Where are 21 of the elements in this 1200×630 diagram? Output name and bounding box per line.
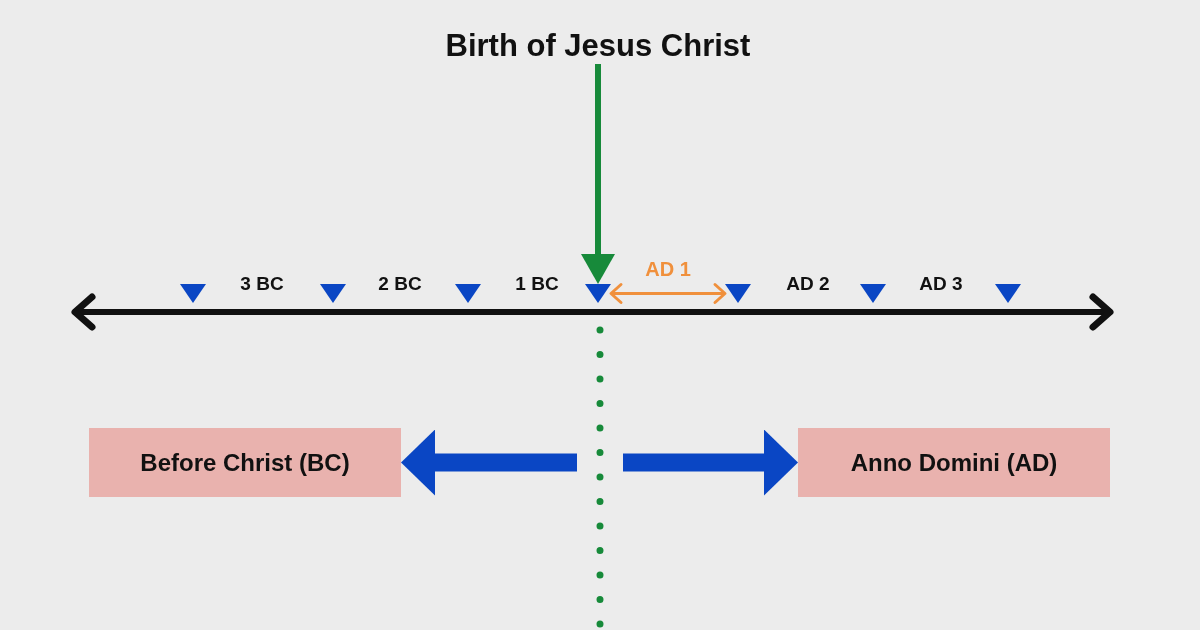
- triangle-marker-icon: [585, 284, 611, 303]
- year-label: AD 3: [919, 273, 963, 295]
- triangle-marker-icon: [725, 284, 751, 303]
- category-box: [798, 428, 1110, 497]
- category-label: Before Christ (BC): [140, 448, 350, 477]
- block-arrow: [401, 429, 577, 496]
- block-arrow: [623, 429, 798, 496]
- triangle-marker-icon: [180, 284, 206, 303]
- category-box: [89, 428, 401, 497]
- double-headed-arrow: [609, 283, 727, 304]
- category-label: Anno Domini (AD): [850, 448, 1058, 477]
- year-label: 2 BC: [378, 273, 422, 295]
- year-label: 1 BC: [515, 273, 559, 295]
- triangle-marker-icon: [455, 284, 481, 303]
- arrow: [581, 64, 615, 284]
- heading-text: Birth of Jesus Christ: [445, 28, 751, 64]
- triangle-marker-icon: [320, 284, 346, 303]
- triangle-marker-icon: [995, 284, 1021, 303]
- year-label: AD 2: [786, 273, 830, 295]
- year-label: 3 BC: [240, 273, 284, 295]
- triangle-marker-icon: [860, 284, 886, 303]
